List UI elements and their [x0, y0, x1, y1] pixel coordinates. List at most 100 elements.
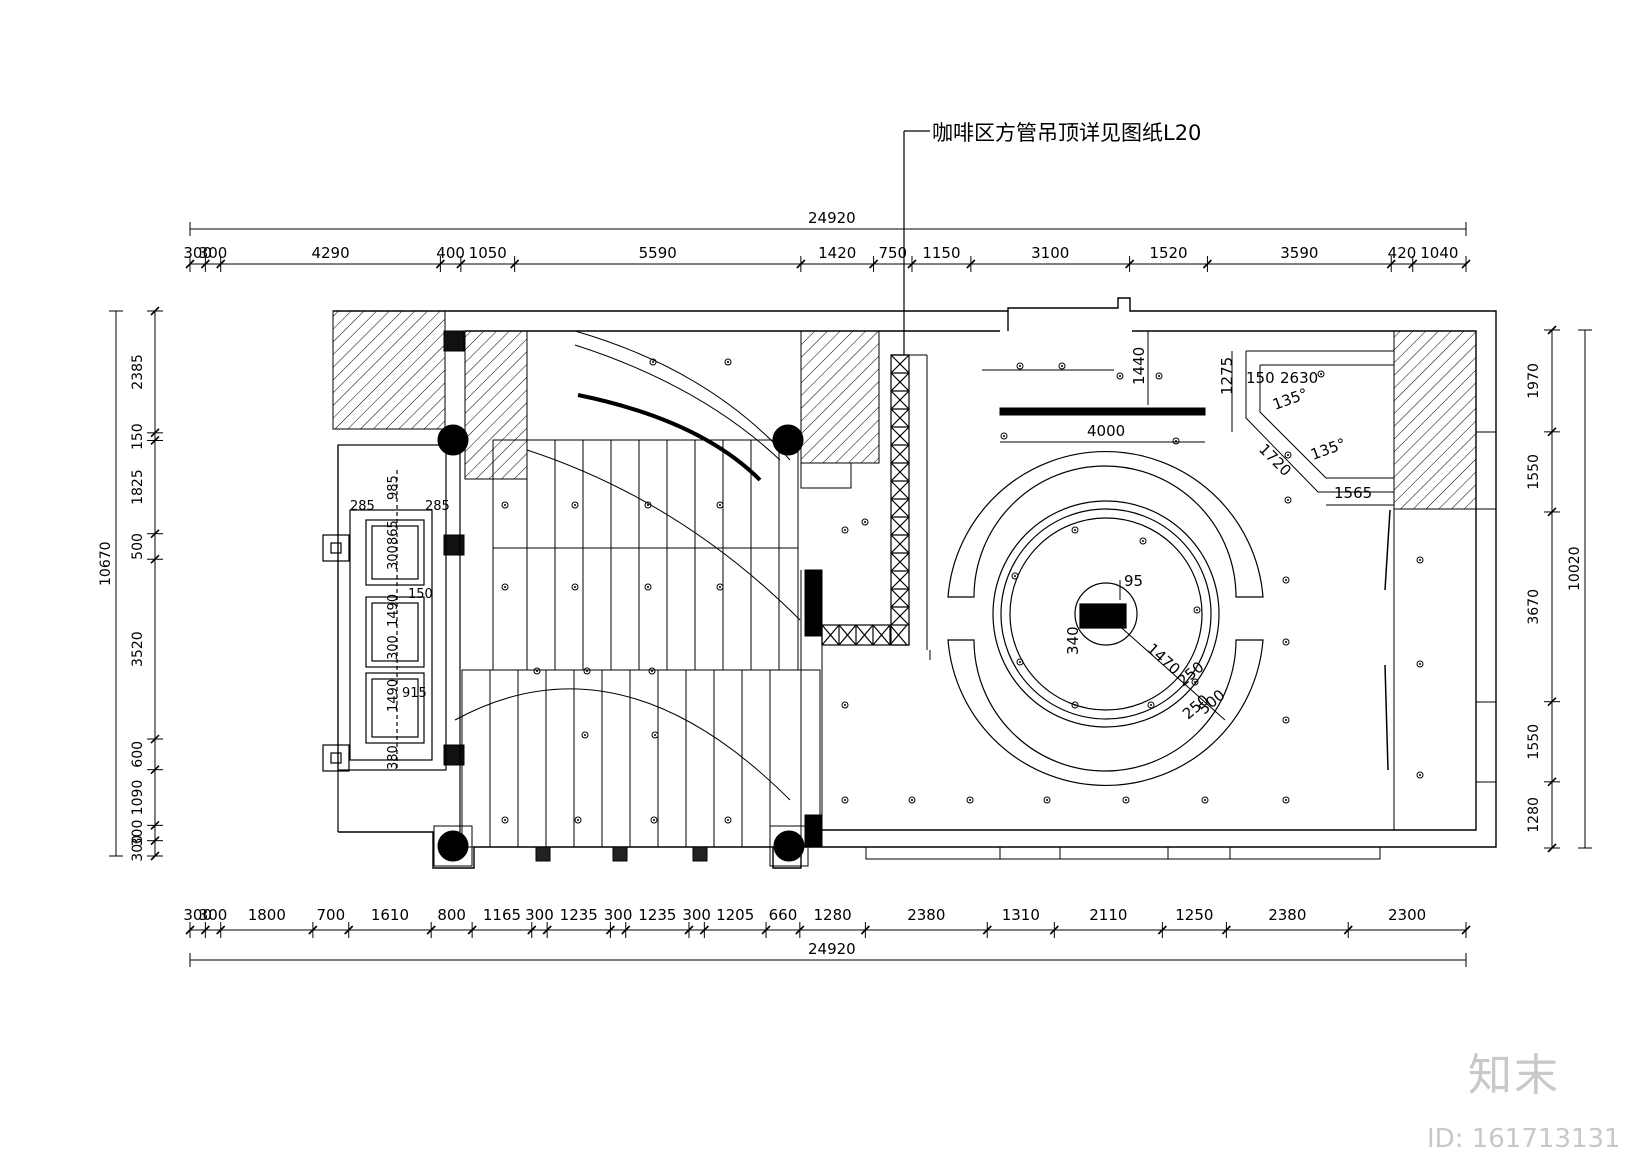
top-dim-7: 750 — [878, 244, 907, 262]
top-dim-0: 300 — [183, 244, 212, 262]
skylight-dims: 985 285 285 300 865 150 1490 300 1490 91… — [350, 475, 450, 770]
downlight — [571, 583, 579, 591]
downlight — [1071, 526, 1079, 534]
bottom-dim-15: 2380 — [907, 906, 945, 924]
downlight — [583, 667, 591, 675]
downlight — [644, 501, 652, 509]
svg-text:4000: 4000 — [1087, 422, 1125, 440]
top-dim-6: 1420 — [818, 244, 856, 262]
downlight — [716, 583, 724, 591]
downlight — [716, 501, 724, 509]
svg-text:300: 300 — [386, 545, 401, 570]
left-dimension-chain — [109, 306, 163, 861]
svg-text:915: 915 — [402, 686, 427, 701]
downlight — [501, 583, 509, 591]
downlight — [1071, 701, 1079, 709]
downlight — [533, 667, 541, 675]
bottom-dim-2: 1800 — [248, 906, 286, 924]
svg-text:1275: 1275 — [1218, 357, 1236, 395]
annotation-leader — [903, 130, 930, 355]
downlight — [1191, 678, 1199, 686]
downlight — [1416, 556, 1424, 564]
downlight — [1282, 716, 1290, 724]
bottom-dim-19: 2380 — [1268, 906, 1306, 924]
top-dim-4: 1050 — [469, 244, 507, 262]
right-dim-1: 1550 — [1526, 454, 1542, 490]
bottom-dim-17: 2110 — [1089, 906, 1127, 924]
bottom-windows — [865, 846, 1381, 860]
downlight — [574, 816, 582, 824]
downlight — [571, 501, 579, 509]
downlight-fixtures — [501, 358, 1424, 824]
downlight — [1122, 796, 1130, 804]
bottom-dimension-chain — [185, 922, 1471, 967]
downlight — [966, 796, 974, 804]
bottom-dim-11: 300 — [682, 906, 711, 924]
bottom-total-dim: 24920 — [808, 940, 856, 958]
downlight — [501, 501, 509, 509]
top-dim-10: 1520 — [1149, 244, 1187, 262]
downlight — [861, 518, 869, 526]
svg-text:2630: 2630 — [1280, 369, 1318, 387]
bottom-dim-4: 1610 — [371, 906, 409, 924]
top-dim-11: 3590 — [1280, 244, 1318, 262]
right-wall-fixtures — [1384, 509, 1391, 771]
downlight — [650, 816, 658, 824]
bottom-dim-16: 1310 — [1002, 906, 1040, 924]
bottom-dim-1: 300 — [199, 906, 228, 924]
left-dim-0: 2385 — [130, 354, 146, 390]
downlight — [1193, 606, 1201, 614]
left-dim-7: 300 — [130, 820, 146, 847]
downlight — [724, 816, 732, 824]
downlight — [648, 667, 656, 675]
downlight — [1155, 372, 1163, 380]
right-dim-0: 1970 — [1526, 363, 1542, 399]
svg-text:95: 95 — [1124, 572, 1143, 590]
bottom-dim-7: 300 — [525, 906, 554, 924]
watermark-logo: 知末 — [1468, 1050, 1560, 1101]
downlight — [1284, 451, 1292, 459]
bottom-dim-9: 300 — [604, 906, 633, 924]
svg-text:340: 340 — [1064, 626, 1082, 655]
left-dim-4: 3520 — [130, 631, 146, 667]
bottom-dim-12: 1205 — [716, 906, 754, 924]
bottom-dim-5: 800 — [437, 906, 466, 924]
svg-text:1490: 1490 — [386, 679, 401, 712]
downlight — [1016, 362, 1024, 370]
top-dim-1: 300 — [199, 244, 228, 262]
downlight — [651, 731, 659, 739]
downlight — [1116, 372, 1124, 380]
svg-text:865: 865 — [386, 520, 401, 545]
top-dim-5: 5590 — [639, 244, 677, 262]
downlight — [841, 701, 849, 709]
downlight — [649, 358, 657, 366]
left-dim-8: 300 — [130, 835, 146, 862]
downlight — [1011, 572, 1019, 580]
coffee-area-ceiling-note: 咖啡区方管吊顶详见图纸L20 — [932, 121, 1201, 145]
svg-text:1565: 1565 — [1334, 484, 1372, 502]
svg-text:285: 285 — [350, 499, 375, 514]
bottom-dim-10: 1235 — [638, 906, 676, 924]
left-dim-5: 600 — [130, 741, 146, 768]
bottom-dim-13: 660 — [769, 906, 798, 924]
downlight — [908, 796, 916, 804]
downlight — [1317, 370, 1325, 378]
downlight — [1284, 496, 1292, 504]
staircase-treads — [454, 330, 852, 848]
downlight — [724, 358, 732, 366]
downlight — [841, 526, 849, 534]
bottom-dim-18: 1250 — [1175, 906, 1213, 924]
right-total-dim: 10020 — [1567, 546, 1583, 591]
coffee-area-dims: 1440 1275 150 2630 135° 4000 1720 135° 1… — [1087, 347, 1372, 502]
svg-text:985: 985 — [386, 475, 401, 500]
downlight — [1416, 660, 1424, 668]
downlight — [1172, 437, 1180, 445]
bottom-dim-8: 1235 — [560, 906, 598, 924]
right-dim-2: 3670 — [1526, 589, 1542, 625]
svg-text:1720: 1720 — [1255, 440, 1295, 480]
top-dim-2: 4290 — [311, 244, 349, 262]
downlight — [1000, 432, 1008, 440]
top-dimension-chain — [185, 222, 1471, 272]
